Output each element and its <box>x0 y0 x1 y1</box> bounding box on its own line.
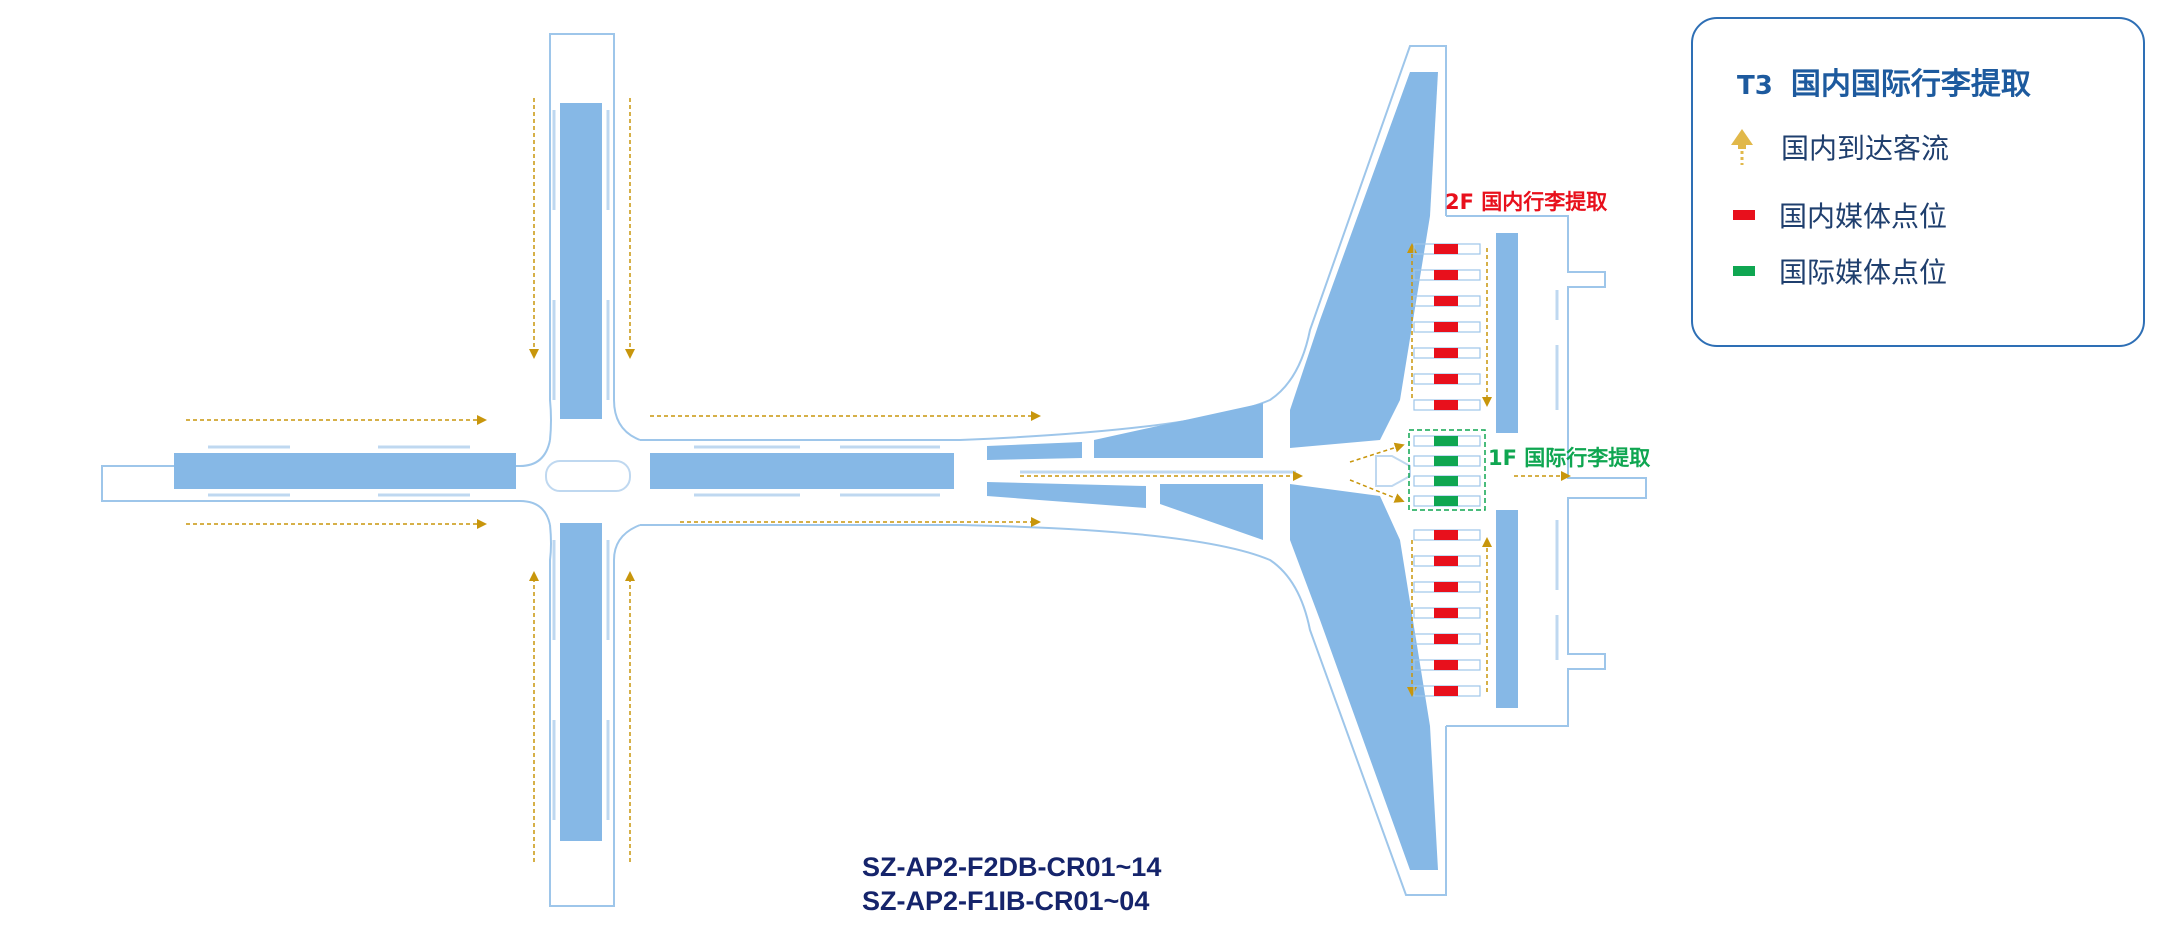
international-code-label: SZ-AP2-F1IB-CR01~04 <box>862 886 1150 916</box>
international-media-point <box>1434 496 1458 506</box>
domestic-media-point <box>1434 660 1458 670</box>
domestic-media-point <box>1434 556 1458 566</box>
central-hub <box>545 460 631 492</box>
domestic-media-point <box>1434 686 1458 696</box>
east-hall-block-upper <box>1496 233 1518 433</box>
domestic-media-point <box>1434 400 1458 410</box>
legend-label: 国内媒体点位 <box>1779 200 1948 233</box>
connector-block-2 <box>1094 403 1263 458</box>
north-wing-block <box>1290 72 1438 448</box>
connector-block-1 <box>987 442 1082 460</box>
terminal-label: T3 <box>1737 71 1773 101</box>
south-concourse-block <box>560 523 602 841</box>
domestic-baggage-label: 2F 国内行李提取 <box>1445 190 1608 214</box>
international-baggage-label: 1F 国际行李提取 <box>1488 446 1651 470</box>
flow-arrow <box>1349 442 1405 463</box>
international-zone-box <box>1408 429 1486 511</box>
international-media-point <box>1434 476 1458 486</box>
connector-block-4 <box>1160 484 1263 540</box>
west-concourse-block <box>174 453 516 489</box>
legend-title: T3 国内国际行李提取 <box>1737 59 2031 103</box>
domestic-media-point <box>1434 322 1458 332</box>
legend-item-arrival-flow: 国内到达客流 <box>1727 127 1949 167</box>
north-concourse-block <box>560 103 602 419</box>
south-wing-block <box>1290 484 1438 870</box>
building-blocks <box>174 72 1518 870</box>
international-media-point <box>1434 436 1458 446</box>
domestic-media-point <box>1434 608 1458 618</box>
legend-label: 国际媒体点位 <box>1779 256 1948 289</box>
domestic-media-swatch <box>1733 210 1755 220</box>
legend-label: 国内到达客流 <box>1781 132 1950 165</box>
domestic-code-label: SZ-AP2-F2DB-CR01~14 <box>862 852 1162 882</box>
passenger-flow-arrows <box>186 98 1571 862</box>
domestic-media-point <box>1434 634 1458 644</box>
connector-block-3 <box>987 482 1146 508</box>
domestic-media-point <box>1434 374 1458 384</box>
east-hub <box>1375 455 1411 487</box>
central-concourse-block <box>650 453 954 489</box>
domestic-media-point <box>1434 244 1458 254</box>
gate-markings <box>208 110 1559 820</box>
domestic-media-point <box>1434 270 1458 280</box>
east-hall-block-lower <box>1496 510 1518 708</box>
legend-heading: 国内国际行李提取 <box>1790 67 2031 102</box>
arrival-flow-arrow-icon <box>1731 129 1753 165</box>
domestic-media-point <box>1434 348 1458 358</box>
domestic-media-point <box>1434 296 1458 306</box>
international-media-swatch <box>1733 266 1755 276</box>
baggage-carousels <box>1413 243 1481 697</box>
legend-item-domestic-media: 国内媒体点位 <box>1727 195 1947 235</box>
legend-item-international-media: 国际媒体点位 <box>1727 251 1947 291</box>
domestic-media-point <box>1434 530 1458 540</box>
legend-panel: T3 国内国际行李提取 国内到达客流 国内媒体点位 国际媒体点位 <box>1691 17 2145 347</box>
domestic-media-point <box>1434 582 1458 592</box>
flow-arrow <box>1349 479 1405 503</box>
international-media-point <box>1434 456 1458 466</box>
